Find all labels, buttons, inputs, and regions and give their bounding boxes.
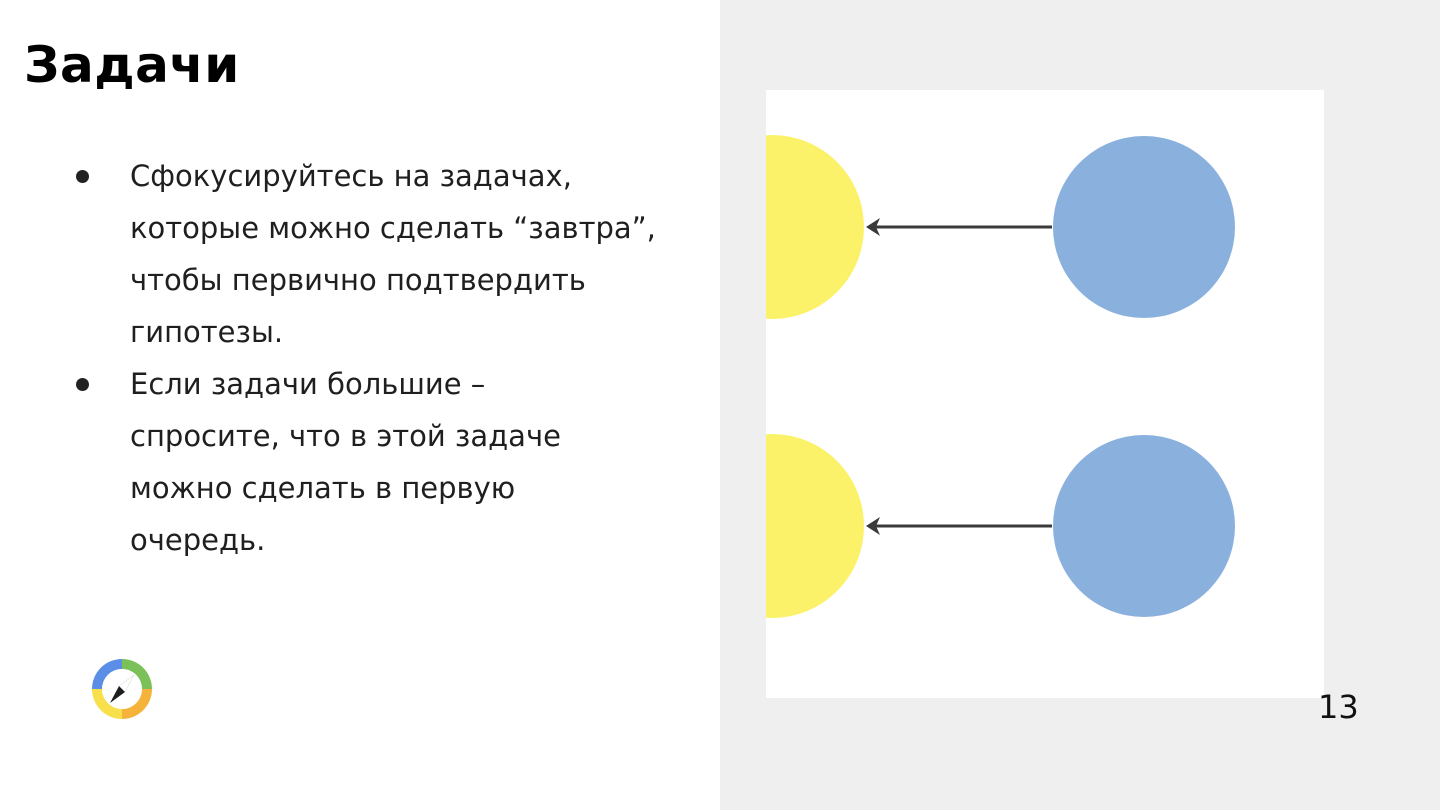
bullet-item: Сфокусируйтесь на задачах, которые можно… (70, 150, 710, 358)
diagram (766, 90, 1324, 698)
logo-ring-orange (122, 689, 152, 719)
diagram-row (766, 135, 1235, 319)
slide-title: Задачи (24, 36, 240, 94)
arrow-left-icon (866, 517, 880, 535)
logo-ring-green (122, 659, 152, 689)
blue-circle (1053, 136, 1235, 318)
bullet-dot-icon (76, 170, 89, 183)
yellow-circle (766, 434, 864, 618)
logo-ring-yellow (92, 689, 122, 719)
bullet-list: Сфокусируйтесь на задачах, которые можно… (70, 150, 710, 566)
bullet-item: Если задачи большие – спросите, что в эт… (70, 358, 710, 566)
bullet-dot-icon (76, 378, 89, 391)
diagram-row (766, 434, 1235, 618)
page-number: 13 (1318, 688, 1359, 726)
blue-circle (1053, 435, 1235, 617)
arrow-left-icon (866, 218, 880, 236)
yellow-circle (766, 135, 864, 319)
logo-ring-blue (92, 659, 122, 689)
compass-icon (92, 659, 152, 719)
bullet-text: Сфокусируйтесь на задачах, которые можно… (130, 159, 656, 349)
bullet-text: Если задачи большие – спросите, что в эт… (130, 367, 561, 557)
